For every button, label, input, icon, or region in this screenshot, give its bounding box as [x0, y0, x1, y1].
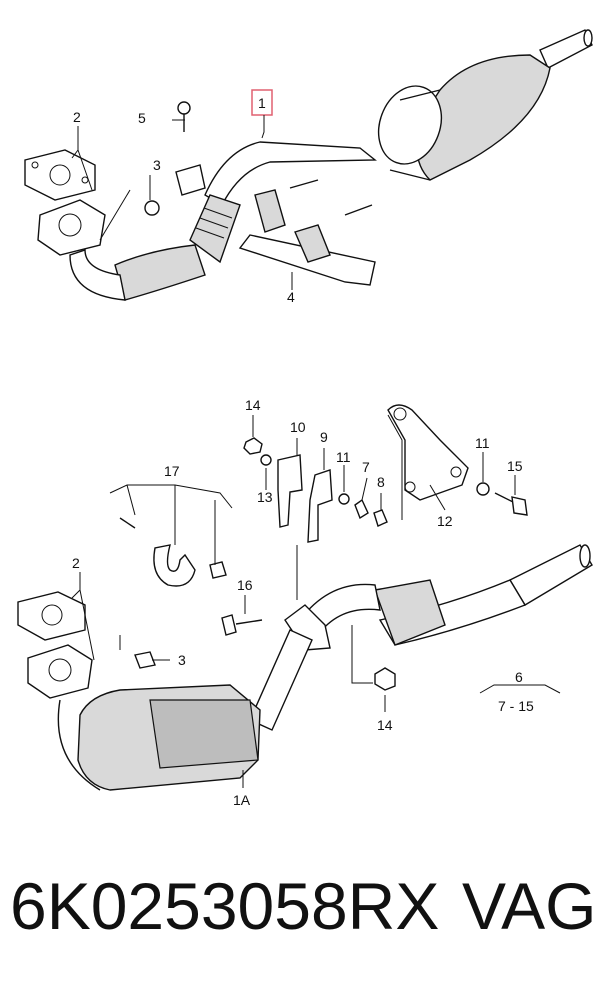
callout-11-left: 11: [336, 449, 351, 465]
callout-12: 12: [437, 513, 453, 529]
callout-16: 16: [237, 577, 253, 593]
callout-9: 9: [320, 429, 328, 445]
callout-2-top: 2: [73, 109, 81, 125]
bottom-assembly: [17, 404, 593, 791]
bottom-leaders: [71, 414, 561, 788]
callout-14-top: 14: [245, 397, 261, 413]
top-leaders: [71, 115, 293, 290]
callout-10: 10: [290, 419, 306, 435]
callout-1: 1: [258, 95, 266, 111]
callout-17: 17: [164, 463, 180, 479]
top-assembly: [24, 29, 593, 301]
callout-4: 4: [287, 289, 295, 305]
callout-8: 8: [377, 474, 385, 490]
callout-7-15: 7 - 15: [498, 698, 534, 714]
brand-name: VAG: [462, 869, 597, 943]
part-number: 6K0253058RX: [10, 869, 440, 943]
callout-3-bottom: 3: [178, 652, 186, 668]
caption: 6K0253058RX VAG: [0, 868, 600, 958]
callout-15: 15: [507, 458, 523, 474]
highlight-box: [251, 89, 273, 116]
callout-2-bottom: 2: [72, 555, 80, 571]
callout-5: 5: [138, 110, 146, 126]
callout-11-right: 11: [475, 435, 490, 451]
callout-6: 6: [515, 669, 523, 685]
callout-3-top: 3: [153, 157, 161, 173]
callout-14-bottom: 14: [377, 717, 393, 733]
callout-1A: 1A: [233, 792, 251, 808]
callout-13: 13: [257, 489, 273, 505]
callout-7: 7: [362, 459, 370, 475]
